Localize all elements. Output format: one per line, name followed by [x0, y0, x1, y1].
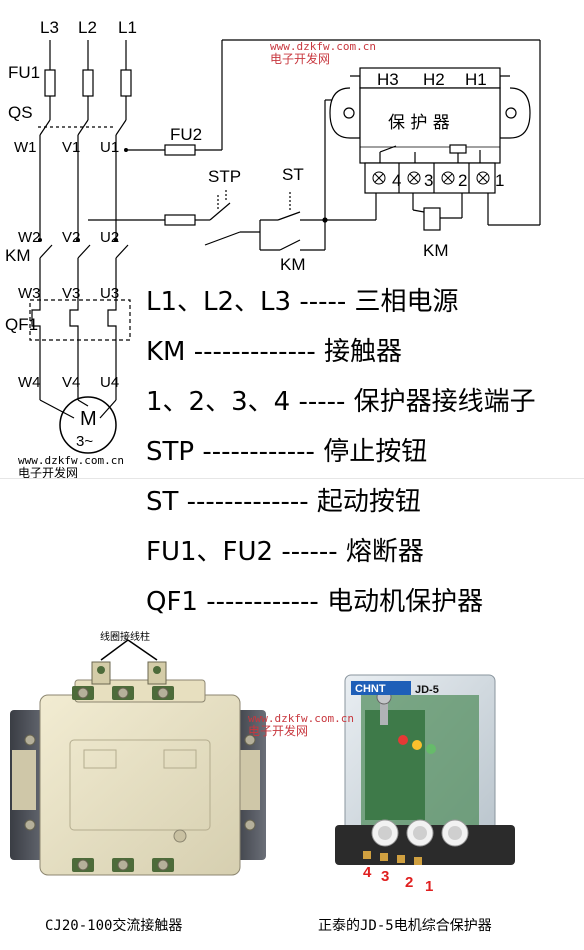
watermark-url: www.dzkfw.com.cn: [18, 454, 124, 467]
st-label: ST: [282, 165, 304, 184]
legend-term: STP: [146, 437, 195, 467]
legend-meaning: 接触器: [323, 337, 402, 367]
terminal-v4: V4: [62, 374, 80, 391]
km-coil-label: KM: [423, 241, 449, 260]
qs-label: QS: [8, 103, 33, 122]
protector-h1: H1: [465, 70, 487, 89]
watermark-name: 电子开发网: [18, 466, 79, 480]
legend-row: ST ------------- 起动按钮: [146, 487, 421, 517]
watermark: www.dzkfw.com.cn 电子开发网: [270, 40, 376, 66]
watermark-name: 电子开发网: [270, 52, 331, 66]
terminal-v3: V3: [62, 285, 80, 302]
km-main-label: KM: [5, 246, 31, 265]
legend-row: STP ------------ 停止按钮: [146, 437, 427, 467]
legend-meaning: 熔断器: [345, 537, 424, 567]
protector-terminal-4: 4: [392, 171, 401, 190]
legend-dashes: -------------: [186, 487, 309, 517]
legend-row: FU1、FU2 ------ 熔断器: [146, 537, 424, 567]
legend-dashes: -------------: [193, 337, 316, 367]
contactor-photo: [10, 640, 266, 876]
phase-label: L1: [118, 18, 137, 37]
legend-meaning: 起动按钮: [316, 487, 421, 517]
legend-term: FU1、FU2: [146, 537, 274, 567]
watermark: www.dzkfw.com.cn 电子开发网: [248, 712, 354, 738]
terminal-w4: W4: [18, 374, 41, 391]
motor-label: M: [80, 408, 97, 430]
circuit-diagram: L3 L2 L1 FU1 QS FU2 STP ST KM KM KM QF1 …: [5, 18, 541, 454]
legend-term: ST: [146, 487, 179, 517]
terminal-w3: W3: [18, 285, 41, 302]
protector-photo: CHNT JD-5 4 3 2 1: [335, 674, 515, 895]
fu1-label: FU1: [8, 63, 40, 82]
legend-dashes: -----: [298, 387, 346, 417]
coil-terminal-label: 线圈接线柱: [100, 632, 150, 643]
phase-label: L3: [40, 18, 59, 37]
fu2-label: FU2: [170, 125, 202, 144]
watermark-url: www.dzkfw.com.cn: [248, 712, 354, 725]
qf1-label: QF1: [5, 315, 38, 334]
phase-label: L2: [78, 18, 97, 37]
terminal-v2: V2: [62, 229, 80, 246]
legend-row: KM ------------- 接触器: [146, 337, 402, 367]
separator: [0, 478, 584, 479]
protector-title: 保 护 器: [388, 113, 450, 133]
terminal-w2: W2: [18, 229, 41, 246]
legend-meaning: 保护器接线端子: [353, 387, 536, 417]
motor-sub-label: 3~: [76, 433, 93, 450]
protector-h2: H2: [423, 70, 445, 89]
watermark: www.dzkfw.com.cn 电子开发网: [18, 454, 124, 480]
km-aux-label: KM: [280, 255, 306, 274]
terminal-u3: U3: [100, 285, 119, 302]
legend-row: L1、L2、L3 ----- 三相电源: [146, 287, 459, 317]
legend-meaning: 停止按钮: [323, 437, 428, 467]
legend-dashes: -----: [299, 287, 347, 317]
protector-terminal-3: 3: [424, 171, 433, 190]
protector-brand: CHNT: [355, 683, 386, 695]
terminal-u4: U4: [100, 374, 119, 391]
legend-dashes: ------: [281, 537, 338, 567]
terminal-u1: U1: [100, 139, 119, 156]
contactor-caption: CJ20-100交流接触器: [45, 918, 183, 934]
watermark-url: www.dzkfw.com.cn: [270, 40, 376, 53]
legend-term: L1、L2、L3: [146, 287, 292, 317]
protector-photo-terminal-3: 3: [381, 868, 389, 885]
terminal-w1: W1: [14, 139, 37, 156]
legend-dashes: ------------: [202, 437, 315, 467]
protector-photo-terminal-2: 2: [405, 874, 413, 891]
watermark-name: 电子开发网: [248, 724, 309, 738]
legend-term: QF1: [146, 587, 198, 617]
protector-photo-terminal-4: 4: [363, 864, 372, 881]
terminal-u2: U2: [100, 229, 119, 246]
legend-meaning: 三相电源: [354, 287, 459, 317]
stp-label: STP: [208, 167, 241, 186]
legend-dashes: ------------: [206, 587, 319, 617]
protector-h3: H3: [377, 70, 399, 89]
legend-term: KM: [146, 337, 186, 367]
terminal-v1: V1: [62, 139, 80, 156]
protector-terminal-2: 2: [458, 171, 467, 190]
legend-row: 1、2、3、4 ----- 保护器接线端子: [146, 387, 536, 417]
protector-photo-terminal-1: 1: [425, 878, 433, 895]
legend-meaning: 电动机保护器: [327, 587, 484, 617]
legend-term: 1、2、3、4: [146, 387, 291, 417]
legend-row: QF1 ------------ 电动机保护器: [146, 587, 483, 617]
protector-model: JD-5: [415, 684, 439, 696]
protector-terminal-1: 1: [495, 171, 504, 190]
protector-caption: 正泰的JD-5电机综合保护器: [318, 918, 492, 934]
